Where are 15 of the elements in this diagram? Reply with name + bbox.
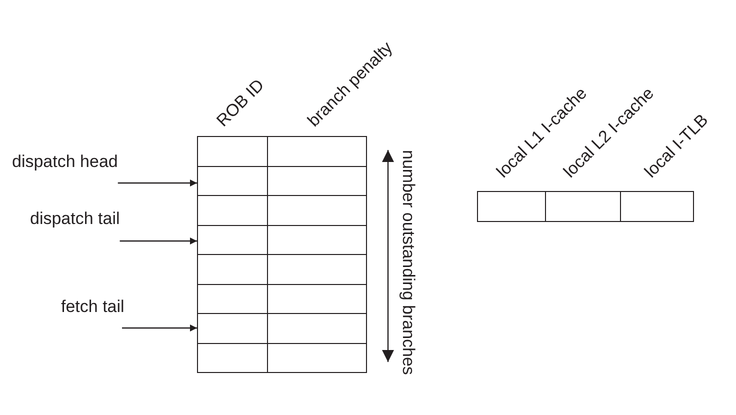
- pointer-label: dispatch tail: [30, 209, 120, 241]
- table-row: [197, 343, 367, 373]
- dimension-label: number outstanding branches: [398, 150, 418, 375]
- table-row: [197, 313, 367, 344]
- table-row: [197, 254, 367, 285]
- table-row: [197, 136, 367, 167]
- arrow: [120, 238, 197, 244]
- table-row: [197, 195, 367, 226]
- pointer-label: dispatch head: [12, 152, 118, 183]
- arrow: [118, 180, 197, 186]
- table-row: [197, 284, 367, 314]
- pointer-label: fetch tail: [61, 297, 124, 328]
- table-row: [197, 166, 367, 196]
- table-row: [197, 225, 367, 255]
- arrow: [122, 324, 197, 332]
